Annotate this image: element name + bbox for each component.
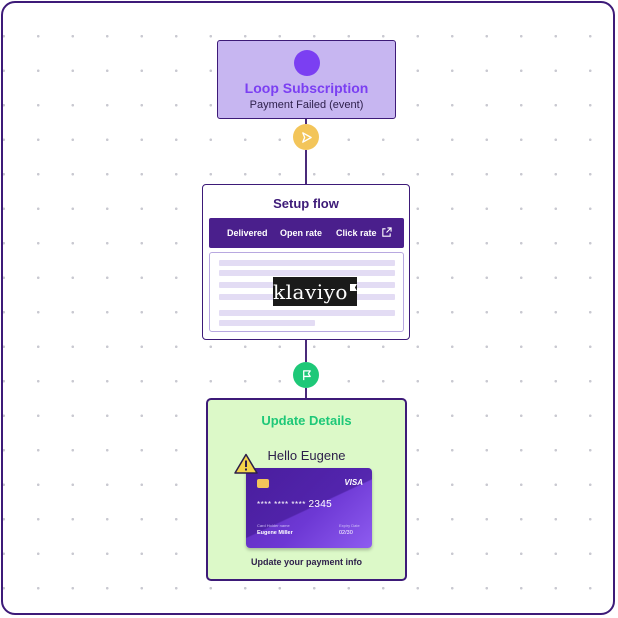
metric-click-rate: Click rate [336,228,377,238]
trigger-icon [293,50,320,76]
card-brand: VISA [344,478,363,487]
trigger-subtitle: Payment Failed (event) [249,99,364,111]
external-link-icon[interactable] [381,227,392,240]
update-details-title: Update Details [261,413,352,428]
trigger-title: Loop Subscription [244,80,369,96]
connector-line [305,150,307,184]
card-expiry: 02/30 [339,530,353,536]
connector-line [305,119,307,124]
klaviyo-logo: klaviyo [273,277,357,306]
card-expiry-label: Expiry Date [339,523,360,528]
email-preview: klaviyo [209,252,404,332]
metrics-bar: Delivered Open rate Click rate [209,218,404,248]
flag-icon [293,362,319,388]
update-payment-cta[interactable]: Update your payment info [250,557,362,567]
credit-card: VISA **** **** **** 2345 Card Holder nam… [246,468,372,548]
trigger-node[interactable]: Loop Subscription Payment Failed (event) [217,40,396,119]
card-number: **** **** **** 2345 [257,499,332,510]
setup-flow-title: Setup flow [273,196,339,211]
card-holder-label: Card Holder name [257,523,290,528]
card-chip-icon [257,479,269,488]
greeting-text: Hello Eugene [267,448,346,463]
metric-open-rate: Open rate [280,228,323,238]
send-icon [293,124,319,150]
metric-delivered: Delivered [227,228,268,238]
connector-line [305,388,307,398]
connector-line [305,340,307,362]
warning-icon [234,453,258,479]
card-holder-name: Eugene Miller [257,530,293,536]
setup-flow-node[interactable]: Setup flow Delivered Open rate Click rat… [202,184,410,340]
update-details-node[interactable]: Update Details Hello Eugene VISA **** **… [206,398,407,581]
